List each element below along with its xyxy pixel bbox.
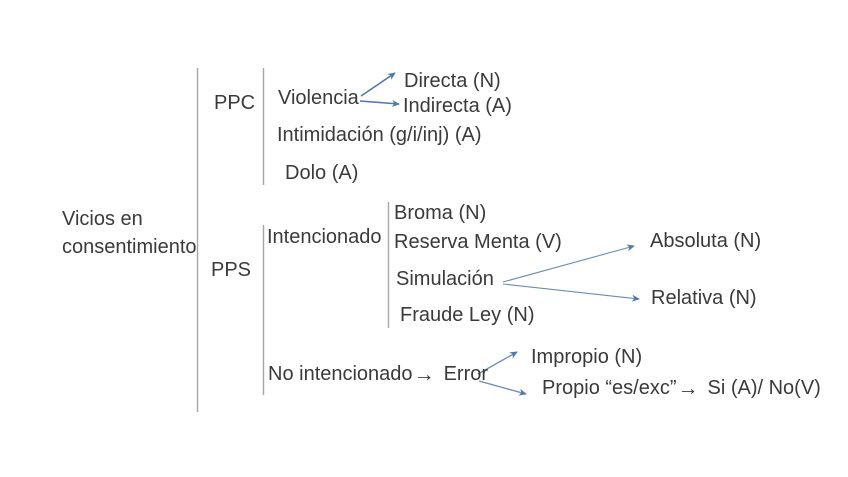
node-directa: Directa (N) <box>404 70 501 92</box>
node-indirecta: Indirecta (A) <box>403 95 512 117</box>
node-propio-result: Si (A)/ No(V) <box>707 377 821 399</box>
node-simulacion: Simulación <box>396 268 494 290</box>
arrow-violencia-indirecta <box>359 99 400 107</box>
node-absoluta: Absoluta (N) <box>650 230 762 252</box>
node-propio: Propio “es/exc” <box>542 377 677 399</box>
arrow-violencia-directa <box>360 72 396 97</box>
node-impropio: Impropio (N) <box>531 346 643 368</box>
node-propio-row: Propio “es/exc”→ Si (A)/ No(V) <box>542 376 821 400</box>
pps-branch-label: PPS <box>211 259 252 281</box>
node-error: Error <box>443 363 489 385</box>
root-node-vicios: Vicios en consentimiento <box>62 205 197 261</box>
right-arrow-glyph: → <box>677 377 699 400</box>
arrow-error-impropio <box>477 351 518 375</box>
node-relativa: Relativa (N) <box>651 287 757 309</box>
node-violencia: Violencia <box>278 87 359 109</box>
right-arrow-glyph: → <box>413 363 435 386</box>
root-label-line2: consentimiento <box>62 236 197 258</box>
node-fraude-ley: Fraude Ley (N) <box>400 304 535 326</box>
arrow-error-propio <box>478 380 527 396</box>
node-broma: Broma (N) <box>394 202 487 224</box>
arrow-simulacion-absoluta <box>502 244 635 283</box>
root-label-line1: Vicios en <box>62 208 143 230</box>
node-no-intencionado-error: No intencionado→ Error <box>268 362 488 386</box>
node-reserva-mental: Reserva Menta (V) <box>394 231 562 253</box>
node-no-intencionado: No intencionado <box>268 363 413 385</box>
node-intimidacion: Intimidación (g/i/inj) (A) <box>277 124 482 146</box>
node-dolo: Dolo (A) <box>285 162 359 184</box>
node-intencionado: Intencionado <box>267 226 382 248</box>
ppc-branch-label: PPC <box>214 92 256 114</box>
arrow-simulacion-relativa <box>502 283 640 302</box>
